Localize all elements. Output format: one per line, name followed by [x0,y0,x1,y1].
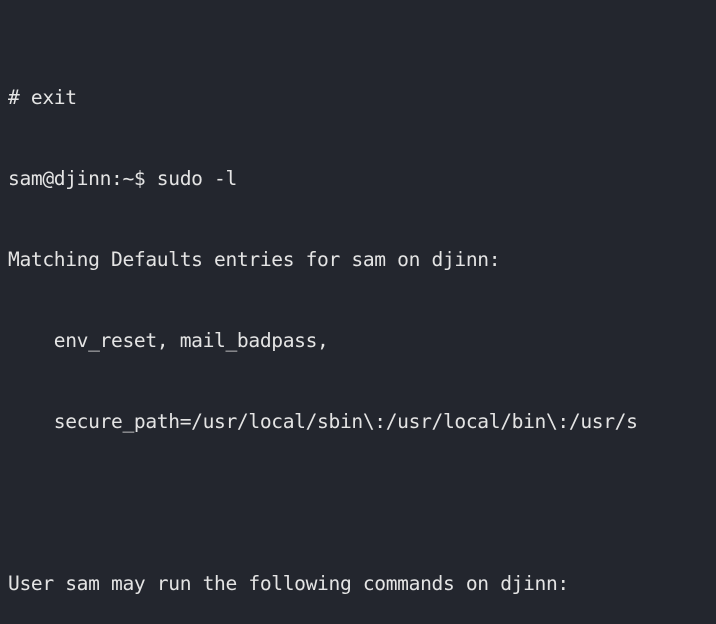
terminal-line: Matching Defaults entries for sam on dji… [8,248,501,271]
terminal-screen[interactable]: # exit sam@djinn:~$ sudo -l Matching Def… [8,3,716,624]
terminal-line: # exit [8,86,77,109]
terminal-line-prompt-command: sam@djinn:~$ sudo -l [8,167,237,190]
terminal-line-secure-path: secure_path=/usr/local/sbin\:/usr/local/… [8,410,638,433]
terminal-line: env_reset, mail_badpass, [8,329,329,352]
terminal-line-blank [8,489,716,516]
terminal-line: User sam may run the following commands … [8,572,569,595]
